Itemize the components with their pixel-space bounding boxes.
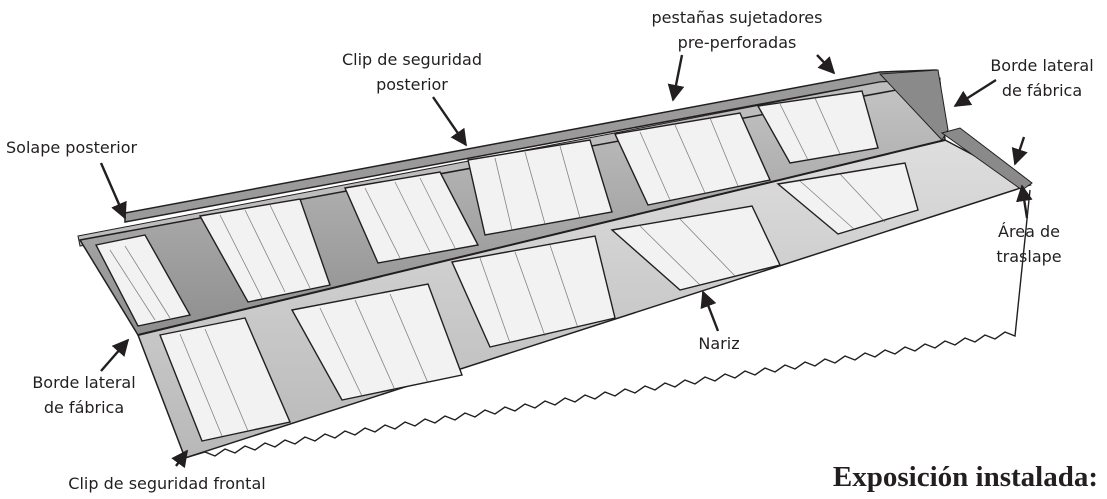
label-fasteners-line1: pestañas sujetadores	[652, 8, 823, 27]
label-fasteners-line2: pre-perforadas	[678, 33, 797, 52]
arrow-front-clip	[171, 449, 188, 469]
tile	[343, 171, 480, 264]
tile	[756, 90, 879, 164]
callout-arrows	[99, 54, 1033, 469]
arrow-nose	[700, 290, 720, 332]
label-nose: Nariz	[698, 334, 739, 353]
nose-edge	[184, 189, 1031, 459]
arrow-side-edge-left	[100, 338, 130, 372]
tile-texture	[109, 97, 886, 437]
tile	[613, 112, 771, 206]
arrow-rear-lap	[99, 162, 127, 220]
label-overlap-line1: Área de	[998, 222, 1060, 241]
label-side-edge-left-line1: Borde lateral	[32, 373, 135, 392]
arrow-fasteners-2	[667, 54, 685, 102]
tile	[467, 139, 613, 236]
arrow-overlap	[1016, 184, 1033, 219]
labels: pestañas sujetadores pre-perforadas Clip…	[6, 8, 1098, 493]
arrow-side-edge-right-2	[1011, 136, 1028, 166]
right-side-edge-lower	[940, 127, 1033, 191]
tile	[290, 283, 463, 401]
label-rear-clip-line2: posterior	[376, 75, 448, 94]
course-seam	[137, 139, 946, 336]
tile	[450, 235, 616, 348]
arrow-rear-clip	[432, 96, 467, 147]
label-rear-lap: Solape posterior	[6, 138, 137, 157]
tile	[159, 317, 291, 442]
lower-tiles	[159, 162, 919, 442]
tile	[94, 234, 192, 327]
label-side-edge-right-line1: Borde lateral	[990, 56, 1093, 75]
caption-installed-exposure: Exposición instalada:	[833, 461, 1098, 493]
label-side-edge-left-line2: de fábrica	[44, 398, 124, 417]
label-overlap-line2: traslape	[996, 247, 1061, 266]
label-front-clip: Clip de seguridad frontal	[68, 474, 265, 493]
arrow-fasteners	[816, 54, 836, 75]
label-rear-clip-line1: Clip de seguridad	[342, 50, 482, 69]
arrow-side-edge-right	[953, 78, 997, 108]
tile	[610, 205, 781, 291]
label-side-edge-right-line2: de fábrica	[1002, 81, 1082, 100]
tile	[776, 162, 919, 235]
right-side-edge-upper	[878, 69, 949, 141]
